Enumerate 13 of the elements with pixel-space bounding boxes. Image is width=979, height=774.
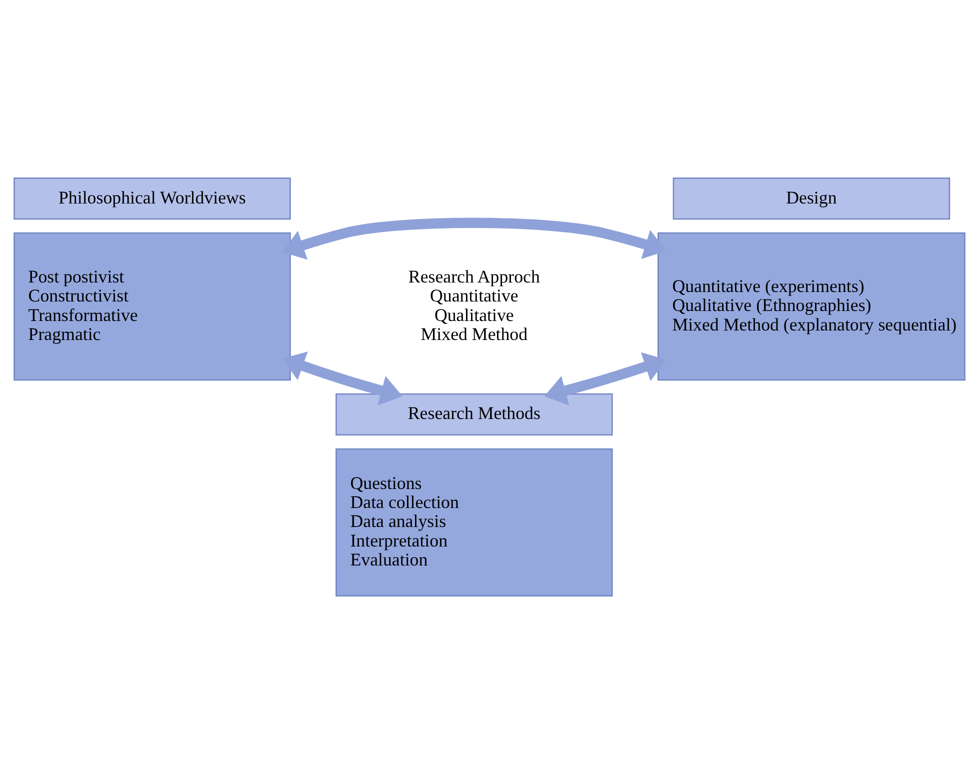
arrow (282, 218, 666, 260)
label: Research Approch (408, 266, 540, 286)
node-box: Quantitative (experiments) Qualitative (Ethnographies) Mixed Method (explanatory sequential) (658, 232, 966, 381)
node-box: Post postivist Constructivist Transformative Pragmatic (14, 232, 291, 381)
arrow (282, 352, 403, 406)
arrow (544, 352, 666, 406)
node-box: Research Methods (336, 393, 613, 436)
node-box: Philosophical Worldviews (14, 177, 291, 220)
node-box: Design (672, 177, 950, 220)
label: Quantitative (430, 286, 518, 306)
label: Qualitative (434, 304, 514, 325)
node-box: Questions Data collection Data analysis Interpretation Evaluation (336, 448, 613, 597)
label: Mixed Method (420, 324, 528, 344)
